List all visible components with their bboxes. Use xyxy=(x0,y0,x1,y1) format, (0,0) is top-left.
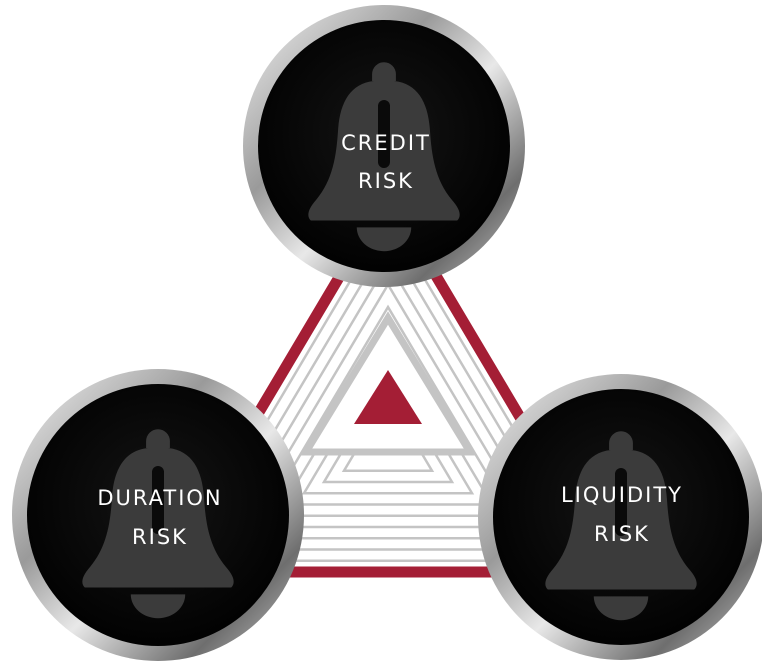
liquidity-risk-label-line1: LIQUIDITY xyxy=(561,483,683,507)
liquidity-risk-label-line2: RISK xyxy=(594,522,650,546)
credit-risk-label-line2: RISK xyxy=(358,169,414,193)
bell-slot xyxy=(152,466,164,534)
duration-risk-label-line2: RISK xyxy=(132,525,188,549)
stripe-line xyxy=(221,259,555,540)
credit-risk-node: CREDIT RISK xyxy=(243,5,525,287)
stripe-line xyxy=(241,282,535,529)
bell-slot xyxy=(615,468,627,536)
bell-slot xyxy=(378,100,390,168)
stripe-line xyxy=(201,237,575,551)
liquidity-risk-node: LIQUIDITY RISK xyxy=(478,374,762,660)
stripe-line xyxy=(181,214,595,562)
stripe-line xyxy=(261,304,515,517)
duration-risk-node: DURATION RISK xyxy=(12,369,304,661)
duration-risk-label-line1: DURATION xyxy=(97,486,222,510)
center-red-triangle xyxy=(354,370,422,424)
credit-risk-label-line1: CREDIT xyxy=(341,131,431,155)
